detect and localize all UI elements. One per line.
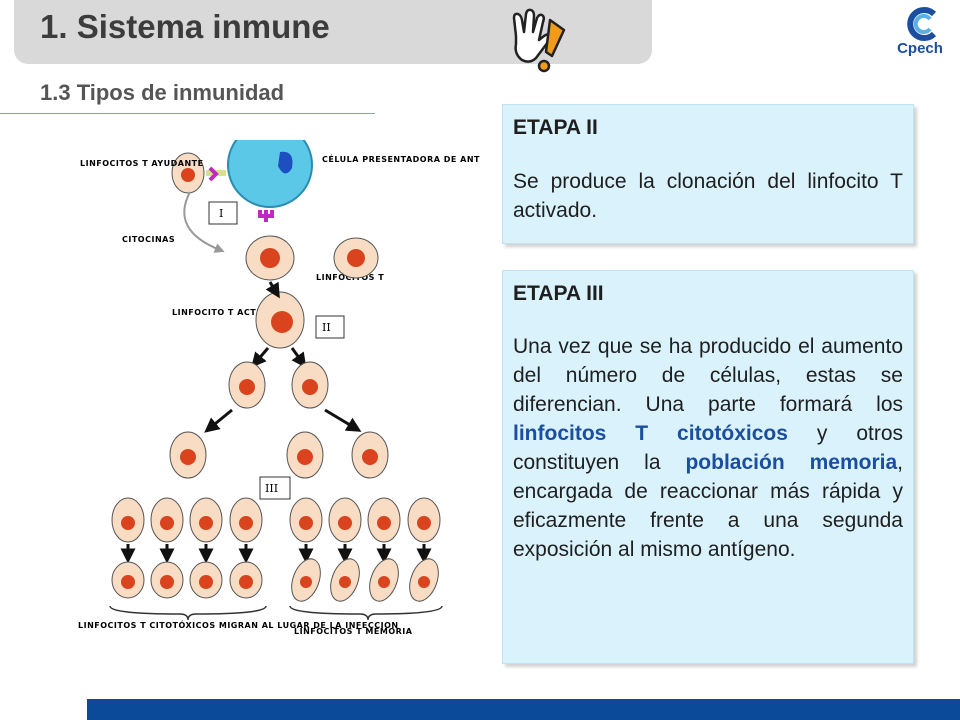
highlight-citotoxicos: linfocitos T citotóxicos [513, 422, 788, 445]
logo-text: Cpech [897, 40, 943, 57]
label-helper-t: LINFOCITOS T AYUDANTE [80, 159, 204, 168]
etapa-3-box: ETAPA III Una vez que se ha producido el… [502, 270, 914, 664]
t-cell [333, 237, 379, 279]
etapa-3-text-1: Una vez que se ha producido el aumento d… [513, 335, 903, 416]
label-memory: LINFOCITOS T MEMORIA [294, 627, 413, 636]
helper-t-cell [171, 152, 226, 194]
antigen-presenting-cell [227, 140, 313, 208]
page-title: 1. Sistema inmune [40, 8, 330, 45]
etapa-3-title: ETAPA III [513, 282, 604, 305]
stage-2-label: II [322, 321, 331, 334]
t-cell-clone [228, 361, 266, 409]
cell-row-final [111, 558, 439, 602]
etapa-3-text: Una vez que se ha producido el aumento d… [513, 332, 903, 564]
t-cell-clone [169, 431, 207, 479]
subtitle-underline [0, 113, 375, 114]
hand-icon [512, 8, 566, 73]
stage-1-label: I [219, 207, 223, 220]
t-cell-clone [291, 361, 329, 409]
cpech-logo-icon: Cpech [890, 4, 950, 64]
footer-bar [87, 699, 960, 720]
label-activated-t: LINFOCITO T ACTIVADO [172, 308, 287, 317]
etapa-2-title: ETAPA II [513, 116, 598, 139]
section-subtitle: 1.3 Tipos de inmunidad [40, 80, 285, 105]
title-bar [14, 0, 652, 64]
label-citocinas: CITOCINAS [122, 235, 175, 244]
activated-t-cell [255, 291, 305, 349]
etapa-2-box: ETAPA II Se produce la clonación del lin… [502, 104, 914, 244]
t-cell-clone [351, 431, 389, 479]
label-apc: CÉLULA PRESENTADORA DE ANTIGENOS [322, 153, 480, 164]
immune-diagram: I II III LINFOCITOS T AYUDANTE CÉLULA PR… [78, 140, 480, 636]
t-cell-clone [286, 431, 324, 479]
label-cytotoxic: LINFOCITOS T CITOTÓXICOS MIGRAN AL LUGAR… [78, 619, 399, 630]
cell-row-differentiated [111, 497, 441, 543]
etapa-3-text-3: , encargada de reaccionar más rápida y e… [513, 451, 903, 561]
highlight-memoria: población memoria [685, 451, 898, 474]
stage-3-label: III [265, 482, 278, 495]
etapa-3-text-2: y otros constituyen la [513, 422, 904, 474]
etapa-2-text: Se produce la clonación del linfocito T … [513, 170, 903, 222]
t-cell [245, 235, 295, 281]
